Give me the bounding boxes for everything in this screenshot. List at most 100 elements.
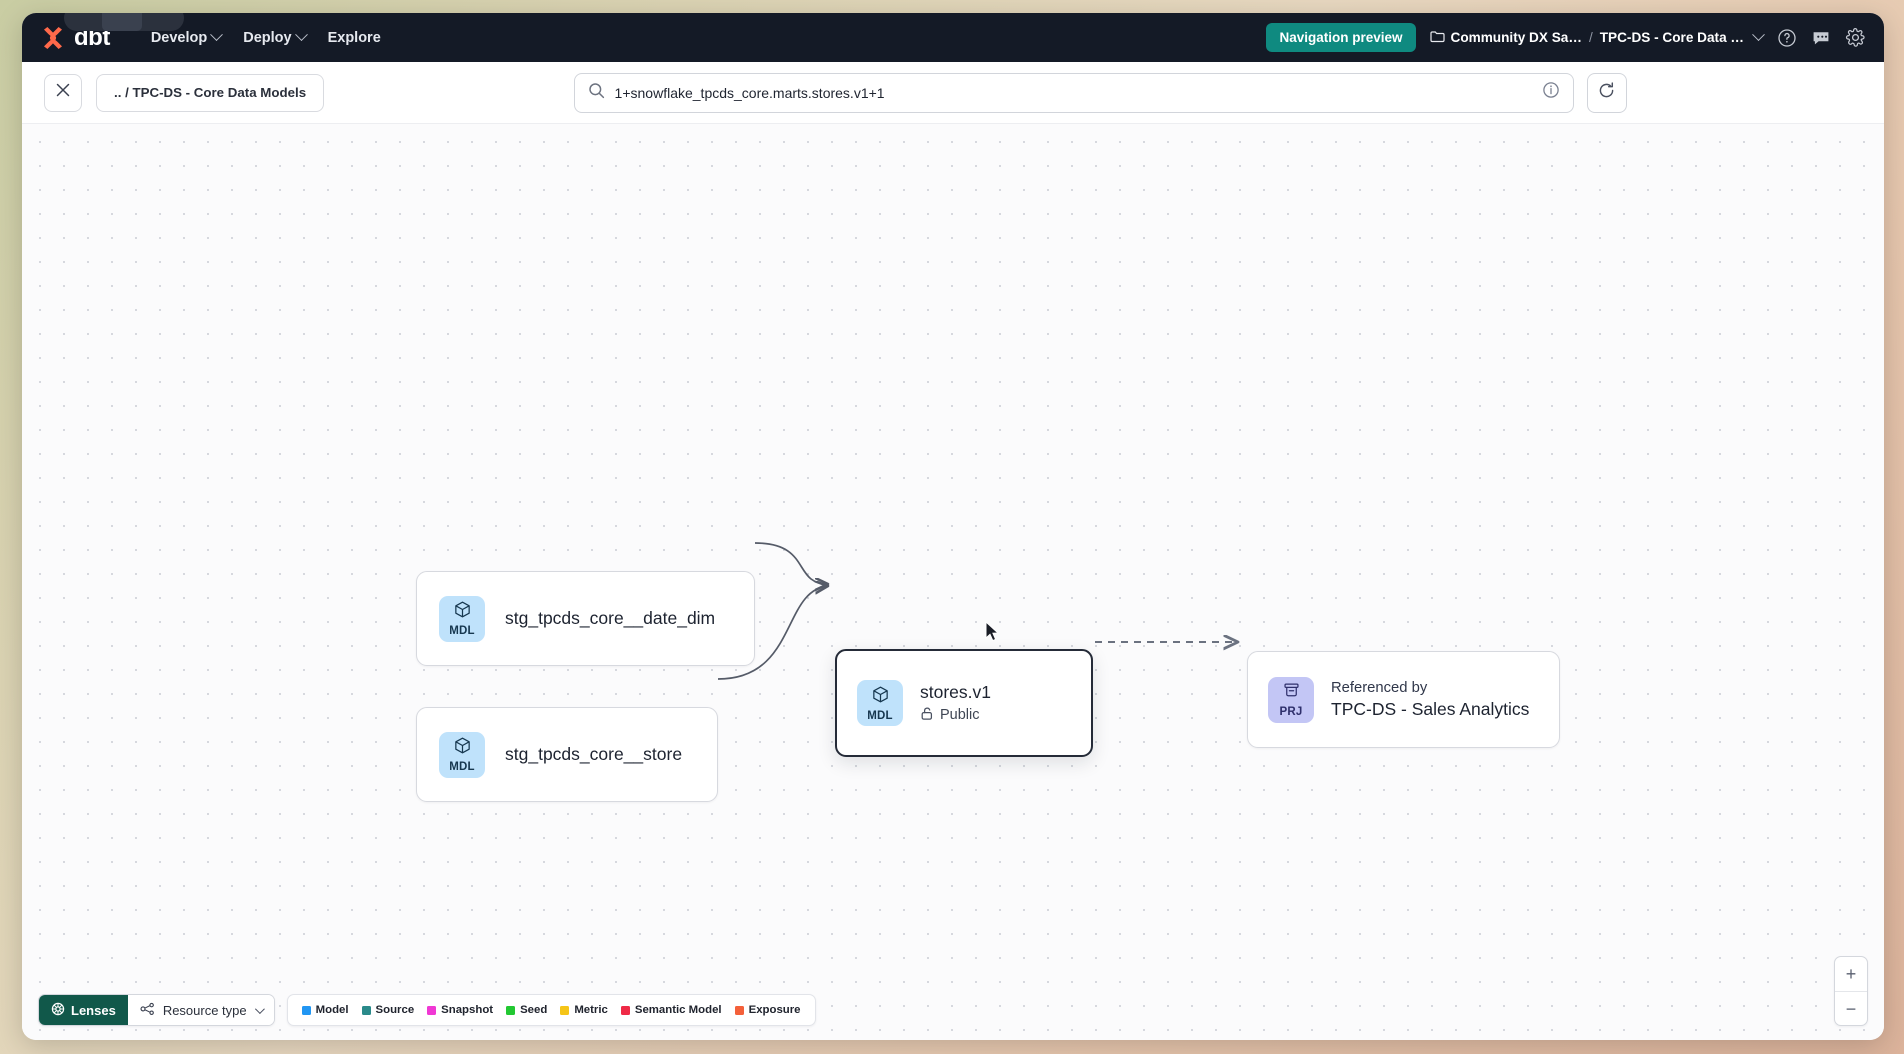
cube-icon [453,600,472,624]
edge-store-to-stores [717,586,828,680]
breadcrumb-project-label: TPC-DS - Core Data … [1599,30,1744,45]
cube-icon [871,685,890,709]
lineage-node-stores-v1[interactable]: MDL stores.v1 Public [835,649,1093,757]
legend-item-snapshot: Snapshot [427,1004,493,1016]
nav-item-deploy[interactable]: Deploy [232,23,316,53]
legend-label: Exposure [748,1004,801,1016]
info-icon[interactable] [1542,81,1560,104]
node-project-name: TPC-DS - Sales Analytics [1331,698,1530,719]
chevron-down-icon [1752,28,1765,42]
lineage-bottom-bar: Lenses Resource type [38,994,816,1026]
project-icon [1282,681,1301,705]
chevron-down-icon [294,28,308,42]
node-access-label: Public [940,707,980,723]
legend-item-semantic-model: Semantic Model [620,1004,722,1016]
lineage-search-field[interactable] [573,72,1574,113]
node-eyebrow: Referenced by [1331,679,1428,696]
resource-type-label: Resource type [162,1002,247,1018]
breadcrumb-separator: / [1588,30,1593,45]
top-nav-right-group: Navigation preview Community DX Sa… / TP… [1266,23,1866,52]
lens-control-group: Lenses Resource type [38,994,275,1026]
node-text-group: stg_tpcds_core__store [505,744,682,765]
edge-date-dim-to-stores [754,542,828,584]
breadcrumb: Community DX Sa… / TPC-DS - Core Data … [1429,28,1765,46]
lineage-toolbar: .. / TPC-DS - Core Data Models [22,62,1884,124]
browser-tab-chip-inner [102,13,142,31]
chevron-down-icon [254,1003,265,1014]
legend-label: Semantic Model [634,1004,722,1016]
node-title: stg_tpcds_core__store [505,744,683,764]
refresh-button[interactable] [1586,72,1627,113]
search-input[interactable] [614,84,1542,101]
breadcrumb-account-label: Community DX Sa… [1450,30,1582,45]
breadcrumb-pill-label: .. / TPC-DS - Core Data Models [114,85,307,100]
help-icon[interactable] [1777,28,1797,48]
toolbar-center-group [338,72,1862,113]
nav-item-explore-label: Explore [327,29,381,46]
zoom-controls: + − [1834,956,1868,1026]
settings-icon[interactable] [1845,27,1866,48]
node-text-group: stg_tpcds_core__date_dim [505,608,715,629]
zoom-out-button[interactable]: − [1835,991,1867,1025]
nav-item-explore[interactable]: Explore [317,23,392,53]
lenses-label: Lenses [71,1002,116,1018]
navigation-preview-badge[interactable]: Navigation preview [1266,23,1416,52]
legend-label: Seed [520,1004,548,1016]
project-badge-label: PRJ [1279,706,1303,718]
zoom-in-button[interactable]: + [1845,964,1857,984]
legend-swatch [734,1005,744,1015]
lineage-canvas[interactable]: MDL stg_tpcds_core__date_dim MDL stg_tpc… [22,124,1884,1040]
legend-item-model: Model [301,1004,349,1016]
close-icon [55,82,71,103]
node-access-row: Public [920,706,991,725]
nav-item-deploy-label: Deploy [243,29,292,46]
legend-swatch [506,1005,516,1015]
legend-item-seed: Seed [506,1004,547,1016]
legend-swatch [361,1005,371,1015]
legend-label: Snapshot [441,1004,494,1016]
model-badge-label: MDL [449,625,475,637]
unlock-icon [920,706,934,725]
legend-item-source: Source [361,1004,415,1016]
legend-item-metric: Metric [560,1004,608,1016]
model-badge: MDL [439,731,485,778]
close-graph-button[interactable] [44,73,82,112]
lineage-node-referenced-by-project[interactable]: PRJ Referenced by TPC-DS - Sales Analyti… [1247,651,1560,748]
model-badge: MDL [439,595,485,642]
legend-label: Source [375,1004,415,1016]
node-text-group: stores.v1 Public [920,682,991,725]
model-badge-label: MDL [867,709,893,722]
chevron-down-icon [210,28,224,42]
legend-swatch [620,1005,630,1015]
breadcrumb-pill[interactable]: .. / TPC-DS - Core Data Models [96,73,325,112]
app-window: dbt Develop Deploy Explore Navigation pr… [22,13,1884,1040]
node-title: stg_tpcds_core__date_dim [505,608,716,628]
legend-label: Metric [574,1004,608,1016]
node-text-group: Referenced by TPC-DS - Sales Analytics [1331,680,1529,720]
resource-type-legend: Model Source Snapshot Seed Metric [286,994,816,1026]
feedback-icon[interactable] [1811,28,1831,48]
lens-icon [51,1002,65,1019]
legend-label: Model [315,1004,349,1016]
lineage-node-stg-date-dim[interactable]: MDL stg_tpcds_core__date_dim [416,571,755,666]
resource-type-button[interactable]: Resource type [127,995,274,1025]
project-badge: PRJ [1268,676,1314,723]
lenses-button[interactable]: Lenses [39,995,128,1025]
legend-swatch [427,1005,437,1015]
legend-item-exposure: Exposure [734,1004,801,1016]
nav-item-develop[interactable]: Develop [140,23,232,53]
nav-item-develop-label: Develop [150,29,208,46]
model-badge: MDL [857,680,903,726]
lineage-edges [717,542,1884,680]
folder-icon [1429,30,1445,46]
breadcrumb-project[interactable]: TPC-DS - Core Data … [1599,28,1765,45]
breadcrumb-account[interactable]: Community DX Sa… [1429,30,1582,46]
refresh-icon [1597,81,1616,105]
cube-icon [453,736,472,760]
legend-swatch [560,1005,570,1015]
legend-swatch [301,1005,311,1015]
lineage-node-stg-store[interactable]: MDL stg_tpcds_core__store [416,707,718,802]
model-badge-label: MDL [449,761,475,773]
dbt-x-icon [40,25,66,51]
nodes-icon [140,1002,155,1019]
